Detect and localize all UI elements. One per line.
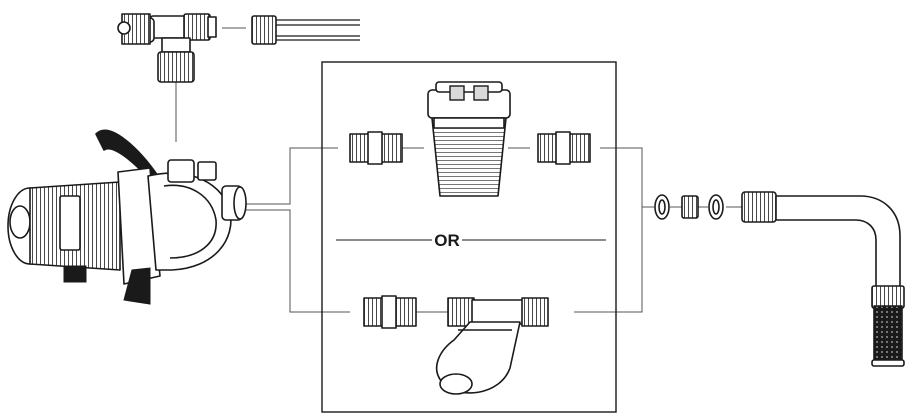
gasket-icon	[654, 194, 670, 220]
or-divider: OR	[336, 231, 606, 250]
nipple-icon	[363, 295, 417, 329]
connector-lines	[175, 27, 742, 313]
alternatives-frame	[321, 61, 617, 413]
nipple-icon	[537, 131, 591, 165]
hex-nut-icon	[681, 195, 699, 219]
discharge-hose-icon	[251, 15, 360, 45]
gasket-icon	[708, 194, 724, 220]
or-label: OR	[434, 231, 460, 250]
y-strainer-filter-icon	[436, 297, 549, 395]
suction-hose-with-strainer-icon	[741, 191, 905, 367]
nipple-icon	[349, 131, 403, 165]
surface-pump-icon	[7, 129, 247, 305]
cartridge-filter-icon	[427, 81, 511, 197]
priming-tee-fitting-icon	[117, 13, 217, 83]
